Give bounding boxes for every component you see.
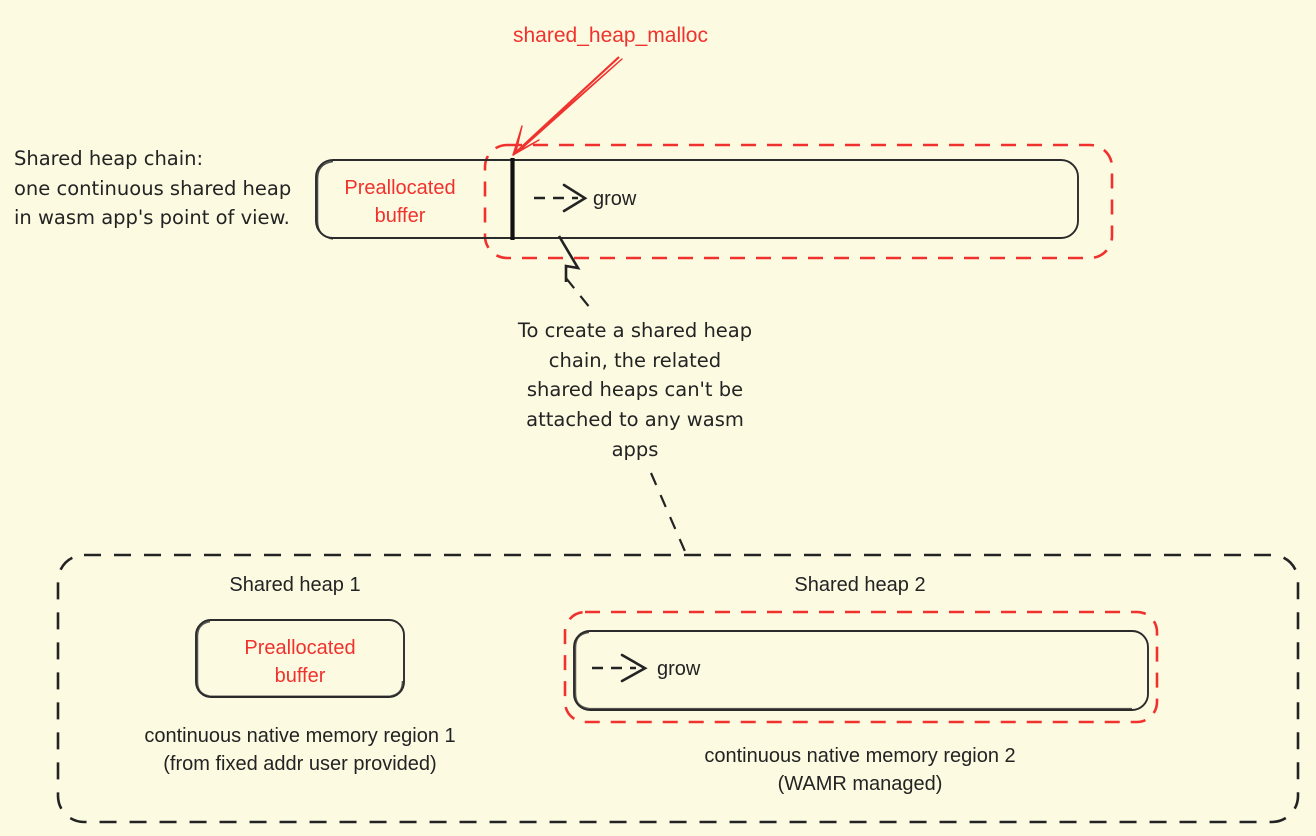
shared-heap-2-title: Shared heap 2 [794, 574, 926, 596]
top-preallocated-buffer-label: Preallocated buffer [344, 177, 456, 228]
heap2-grow-label: grow [657, 658, 701, 680]
top-red-dashed-region [483, 143, 1114, 260]
shared-heap-malloc-pointer-icon [512, 56, 623, 156]
annotation-leader-bottom [649, 472, 689, 557]
heap1-preallocated-buffer-label: Preallocated buffer [244, 637, 356, 688]
shared-heap-chain-note: To create a shared heap chain, the relat… [517, 319, 753, 461]
shared-heap-malloc-label: shared_heap_malloc [513, 24, 708, 47]
shared-heap-chain-caption: Shared heap chain: one continuous shared… [14, 147, 292, 230]
native-memory-region-2-caption: continuous native memory region 2 (WAMR … [704, 745, 1016, 796]
top-grow-label: grow [593, 188, 637, 210]
top-grow-arrow-icon [534, 183, 588, 213]
bottom-grow-arrow-icon [592, 653, 648, 683]
annotation-leader-top-icon [557, 235, 591, 309]
heap2-red-dashed-region [563, 610, 1159, 724]
native-memory-region-1-caption: continuous native memory region 1 (from … [144, 725, 456, 776]
shared-heap-1-title: Shared heap 1 [229, 574, 361, 596]
